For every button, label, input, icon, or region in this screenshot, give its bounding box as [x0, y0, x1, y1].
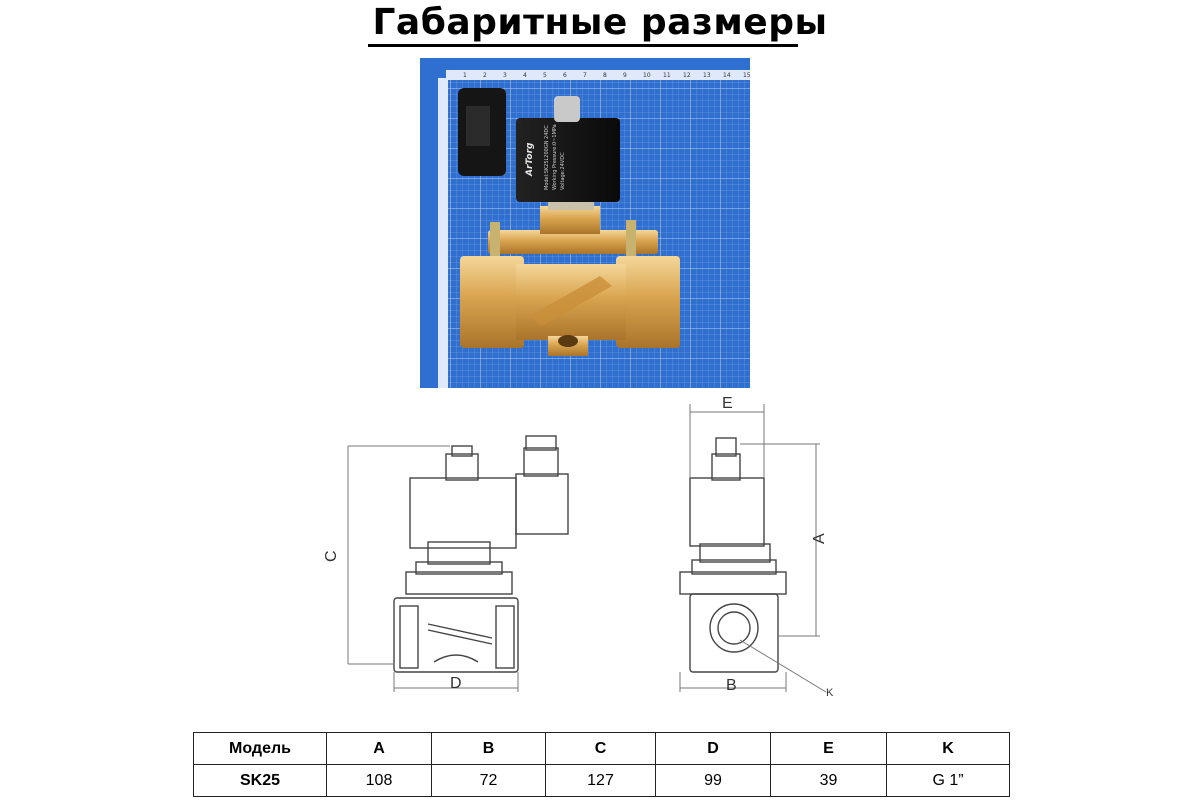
ruler-number: 15	[743, 72, 750, 79]
flange	[488, 230, 658, 254]
header-k: K	[886, 732, 1010, 765]
top-ruler	[446, 70, 750, 80]
svg-text:Working Pressure:0~1MPa: Working Pressure:0~1MPa	[552, 124, 558, 190]
cell-d: 99	[655, 764, 771, 797]
ruler-number: 2	[483, 72, 487, 79]
ruler-number: 6	[563, 72, 567, 79]
dimension-drawing: C D E A B K	[323, 395, 834, 699]
bottom-hole	[558, 335, 578, 347]
coil: ArTorg Model:SK25L200GN 24DC Working Pre…	[458, 88, 620, 202]
ruler-number: 4	[523, 72, 527, 79]
header-e: E	[770, 732, 887, 765]
svg-text:Voltage:24VDC: Voltage:24VDC	[560, 152, 566, 190]
dim-label-c: C	[323, 550, 340, 562]
ruler-number: 7	[583, 72, 587, 79]
ruler-number: 10	[643, 72, 651, 79]
nut	[554, 96, 580, 122]
cell-c: 127	[545, 764, 656, 797]
ruler-number: 8	[603, 72, 607, 79]
ruler-number: 11	[663, 72, 671, 79]
cell-b: 72	[431, 764, 546, 797]
ruler-number: 1	[463, 72, 467, 79]
cell-a: 108	[326, 764, 432, 797]
dim-label-b: B	[726, 677, 737, 694]
title-underline	[368, 44, 798, 47]
ruler-number: 9	[623, 72, 627, 79]
right-port	[616, 256, 680, 348]
ruler-number: 13	[703, 72, 711, 79]
ruler-number: 5	[543, 72, 547, 79]
header-c: C	[545, 732, 656, 765]
dim-label-k: K	[826, 687, 834, 699]
left-port	[460, 256, 524, 348]
bonnet	[540, 206, 600, 234]
page-title: Габаритные размеры	[372, 2, 828, 43]
header-d: D	[655, 732, 771, 765]
cell-model: SK25	[193, 764, 327, 797]
cell-e: 39	[770, 764, 887, 797]
table-header-row: Модель A B C D E K	[193, 732, 1010, 765]
ruler-number: 14	[723, 72, 731, 79]
dimensions-table: Модель A B C D E K SK25 108 72 127 99 39…	[193, 732, 1010, 797]
dim-label-d: D	[450, 675, 462, 692]
front-view	[393, 435, 569, 673]
svg-text:Model:SK25L200GN 24DC: Model:SK25L200GN 24DC	[544, 125, 550, 190]
dim-label-e: E	[722, 395, 733, 412]
header-b: B	[431, 732, 546, 765]
header-a: A	[326, 732, 432, 765]
dim-label-a: A	[811, 533, 828, 544]
left-ruler	[438, 78, 448, 388]
ruler-number: 3	[503, 72, 507, 79]
ruler-number: 12	[683, 72, 691, 79]
svg-text:ArTorg: ArTorg	[525, 142, 535, 177]
table-row: SK25 108 72 127 99 39 G 1”	[193, 764, 1010, 797]
side-view	[679, 437, 787, 673]
header-model: Модель	[193, 732, 327, 765]
cell-k: G 1”	[886, 764, 1010, 797]
